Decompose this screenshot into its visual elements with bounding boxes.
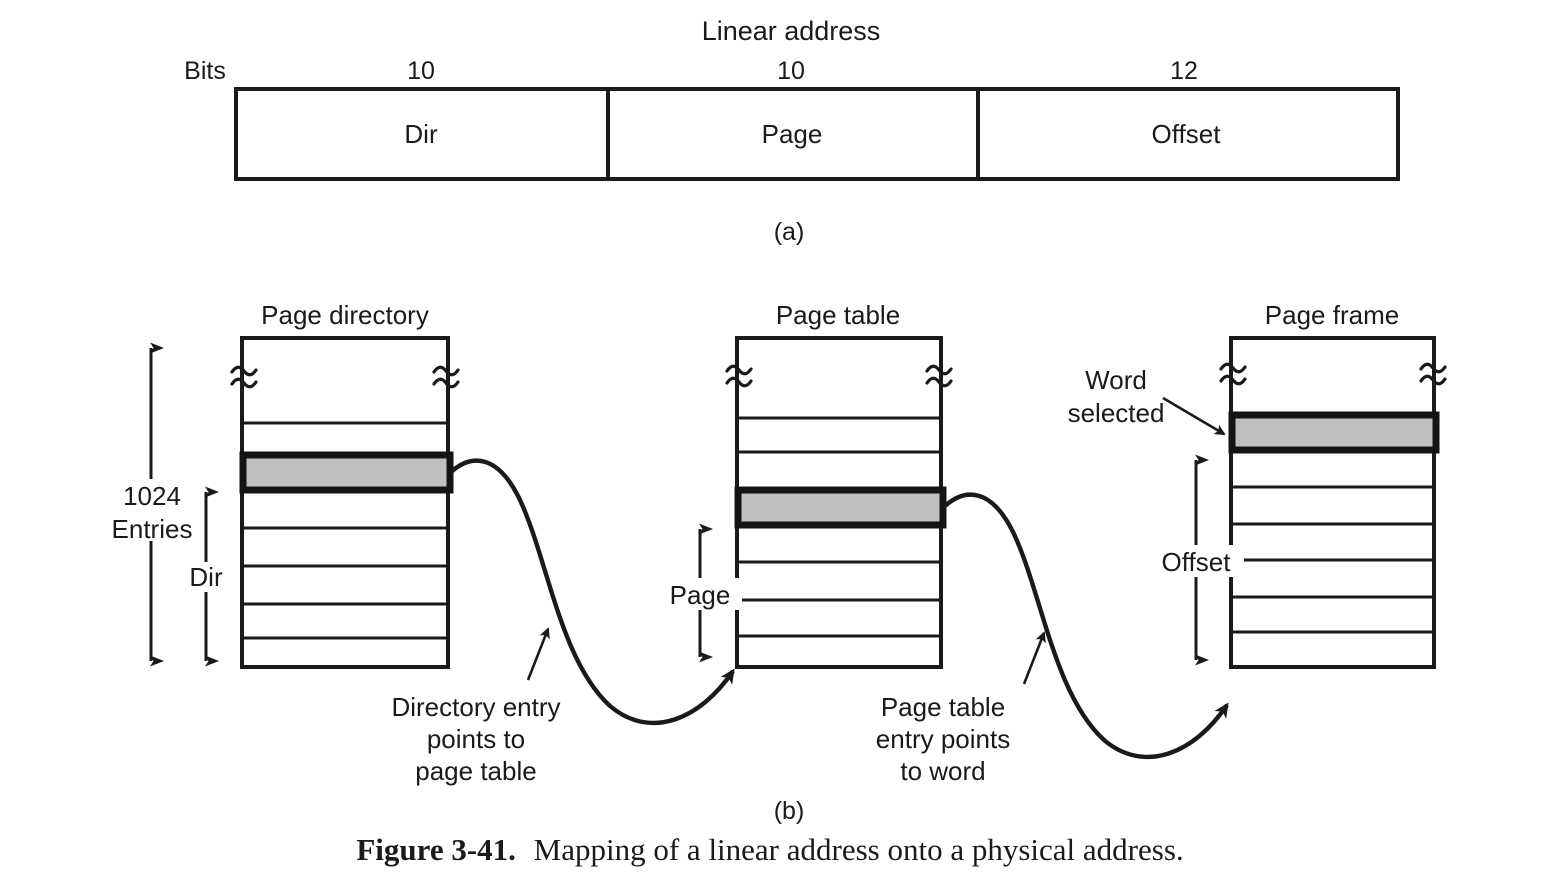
break-squiggle-icon: [1219, 362, 1247, 386]
offset-span-indicator: Offset: [1146, 454, 1244, 666]
page-directory-title: Page directory: [261, 300, 429, 330]
page-span-label: Page: [670, 580, 731, 610]
entries-count-label: 1024: [123, 481, 181, 511]
page-table-highlighted-entry: [734, 486, 947, 529]
page-frame-highlighted-word: [1228, 411, 1440, 454]
linear-address-section: Linear address Bits 10 10 12 Dir Page Of…: [184, 16, 1400, 246]
page-table-annotation-line2: entry points: [876, 724, 1010, 754]
directory-annotation-line2: points to: [427, 724, 525, 754]
field-name-page: Page: [762, 119, 823, 149]
page-table-to-page-frame-curve: [943, 492, 1229, 759]
page-table-annotation-line1: Page table: [881, 692, 1005, 722]
page-frame-title: Page frame: [1265, 300, 1399, 330]
page-table-table: Page table: [725, 300, 953, 669]
caption-figure-text: Mapping of a linear address onto a physi…: [534, 832, 1184, 867]
svg-text:Figure 3-41. Mapping of: Figure 3-41. Mapping of a linear address…: [356, 832, 1183, 867]
field-name-dir: Dir: [404, 119, 438, 149]
page-directory-box: [240, 336, 450, 669]
directory-to-page-table-curve: [449, 458, 735, 725]
word-selected-line2: selected: [1068, 398, 1165, 428]
bits-label: Bits: [184, 57, 226, 85]
directory-entry-leader-arrow: [526, 627, 550, 681]
field-bits-page: 10: [777, 57, 805, 85]
linear-address-title: Linear address: [702, 16, 881, 46]
dir-span-label: Dir: [189, 562, 223, 592]
directory-entry-annotation: Directory entry points to page table: [391, 627, 561, 786]
offset-span-label: Offset: [1162, 547, 1232, 577]
mapping-section: Page directory: [108, 300, 1447, 825]
page-table-entry-annotation: Page table entry points to word: [876, 631, 1046, 786]
break-squiggle-icon: [925, 364, 953, 388]
part-b-label: (b): [774, 797, 805, 825]
entries-word-label: Entries: [112, 514, 193, 544]
field-bits-dir: 10: [407, 57, 435, 85]
page-frame-box: [1229, 336, 1436, 669]
break-squiggle-icon: [432, 365, 460, 389]
field-name-offset: Offset: [1152, 119, 1222, 149]
page-table-entry-leader-arrow: [1022, 631, 1046, 685]
page-table-title: Page table: [776, 300, 900, 330]
word-selected-line1: Word: [1085, 365, 1147, 395]
part-a-label: (a): [774, 218, 805, 246]
figure-caption: Figure 3-41. Mapping of a linear address…: [356, 832, 1183, 867]
offset-label-backdrop: [1146, 545, 1244, 577]
dir-label-backdrop: [180, 562, 234, 592]
entries-label-backdrop: [108, 479, 196, 541]
field-bits-offset: 12: [1170, 57, 1198, 85]
page-label-backdrop: [660, 578, 742, 610]
entries-span-indicator: 1024 Entries: [108, 342, 196, 667]
word-selected-annotation: Word selected: [1068, 365, 1226, 436]
break-squiggle-icon: [230, 365, 258, 389]
caption-figure-number: Figure 3-41.: [356, 832, 516, 867]
page-span-indicator: Page: [660, 523, 742, 663]
linear-address-bar: [234, 87, 1400, 181]
word-selected-pointer-arrow: [1162, 396, 1226, 436]
page-directory-table: Page directory: [230, 300, 460, 669]
page-table-annotation-line3: to word: [900, 756, 985, 786]
directory-annotation-line3: page table: [415, 756, 536, 786]
dir-span-indicator: Dir: [180, 486, 234, 667]
page-frame-table: Page frame: [1219, 300, 1447, 669]
directory-annotation-line1: Directory entry: [391, 692, 560, 722]
page-directory-highlighted-entry: [239, 451, 454, 494]
break-squiggle-icon: [725, 364, 753, 388]
break-squiggle-icon: [1419, 362, 1447, 386]
